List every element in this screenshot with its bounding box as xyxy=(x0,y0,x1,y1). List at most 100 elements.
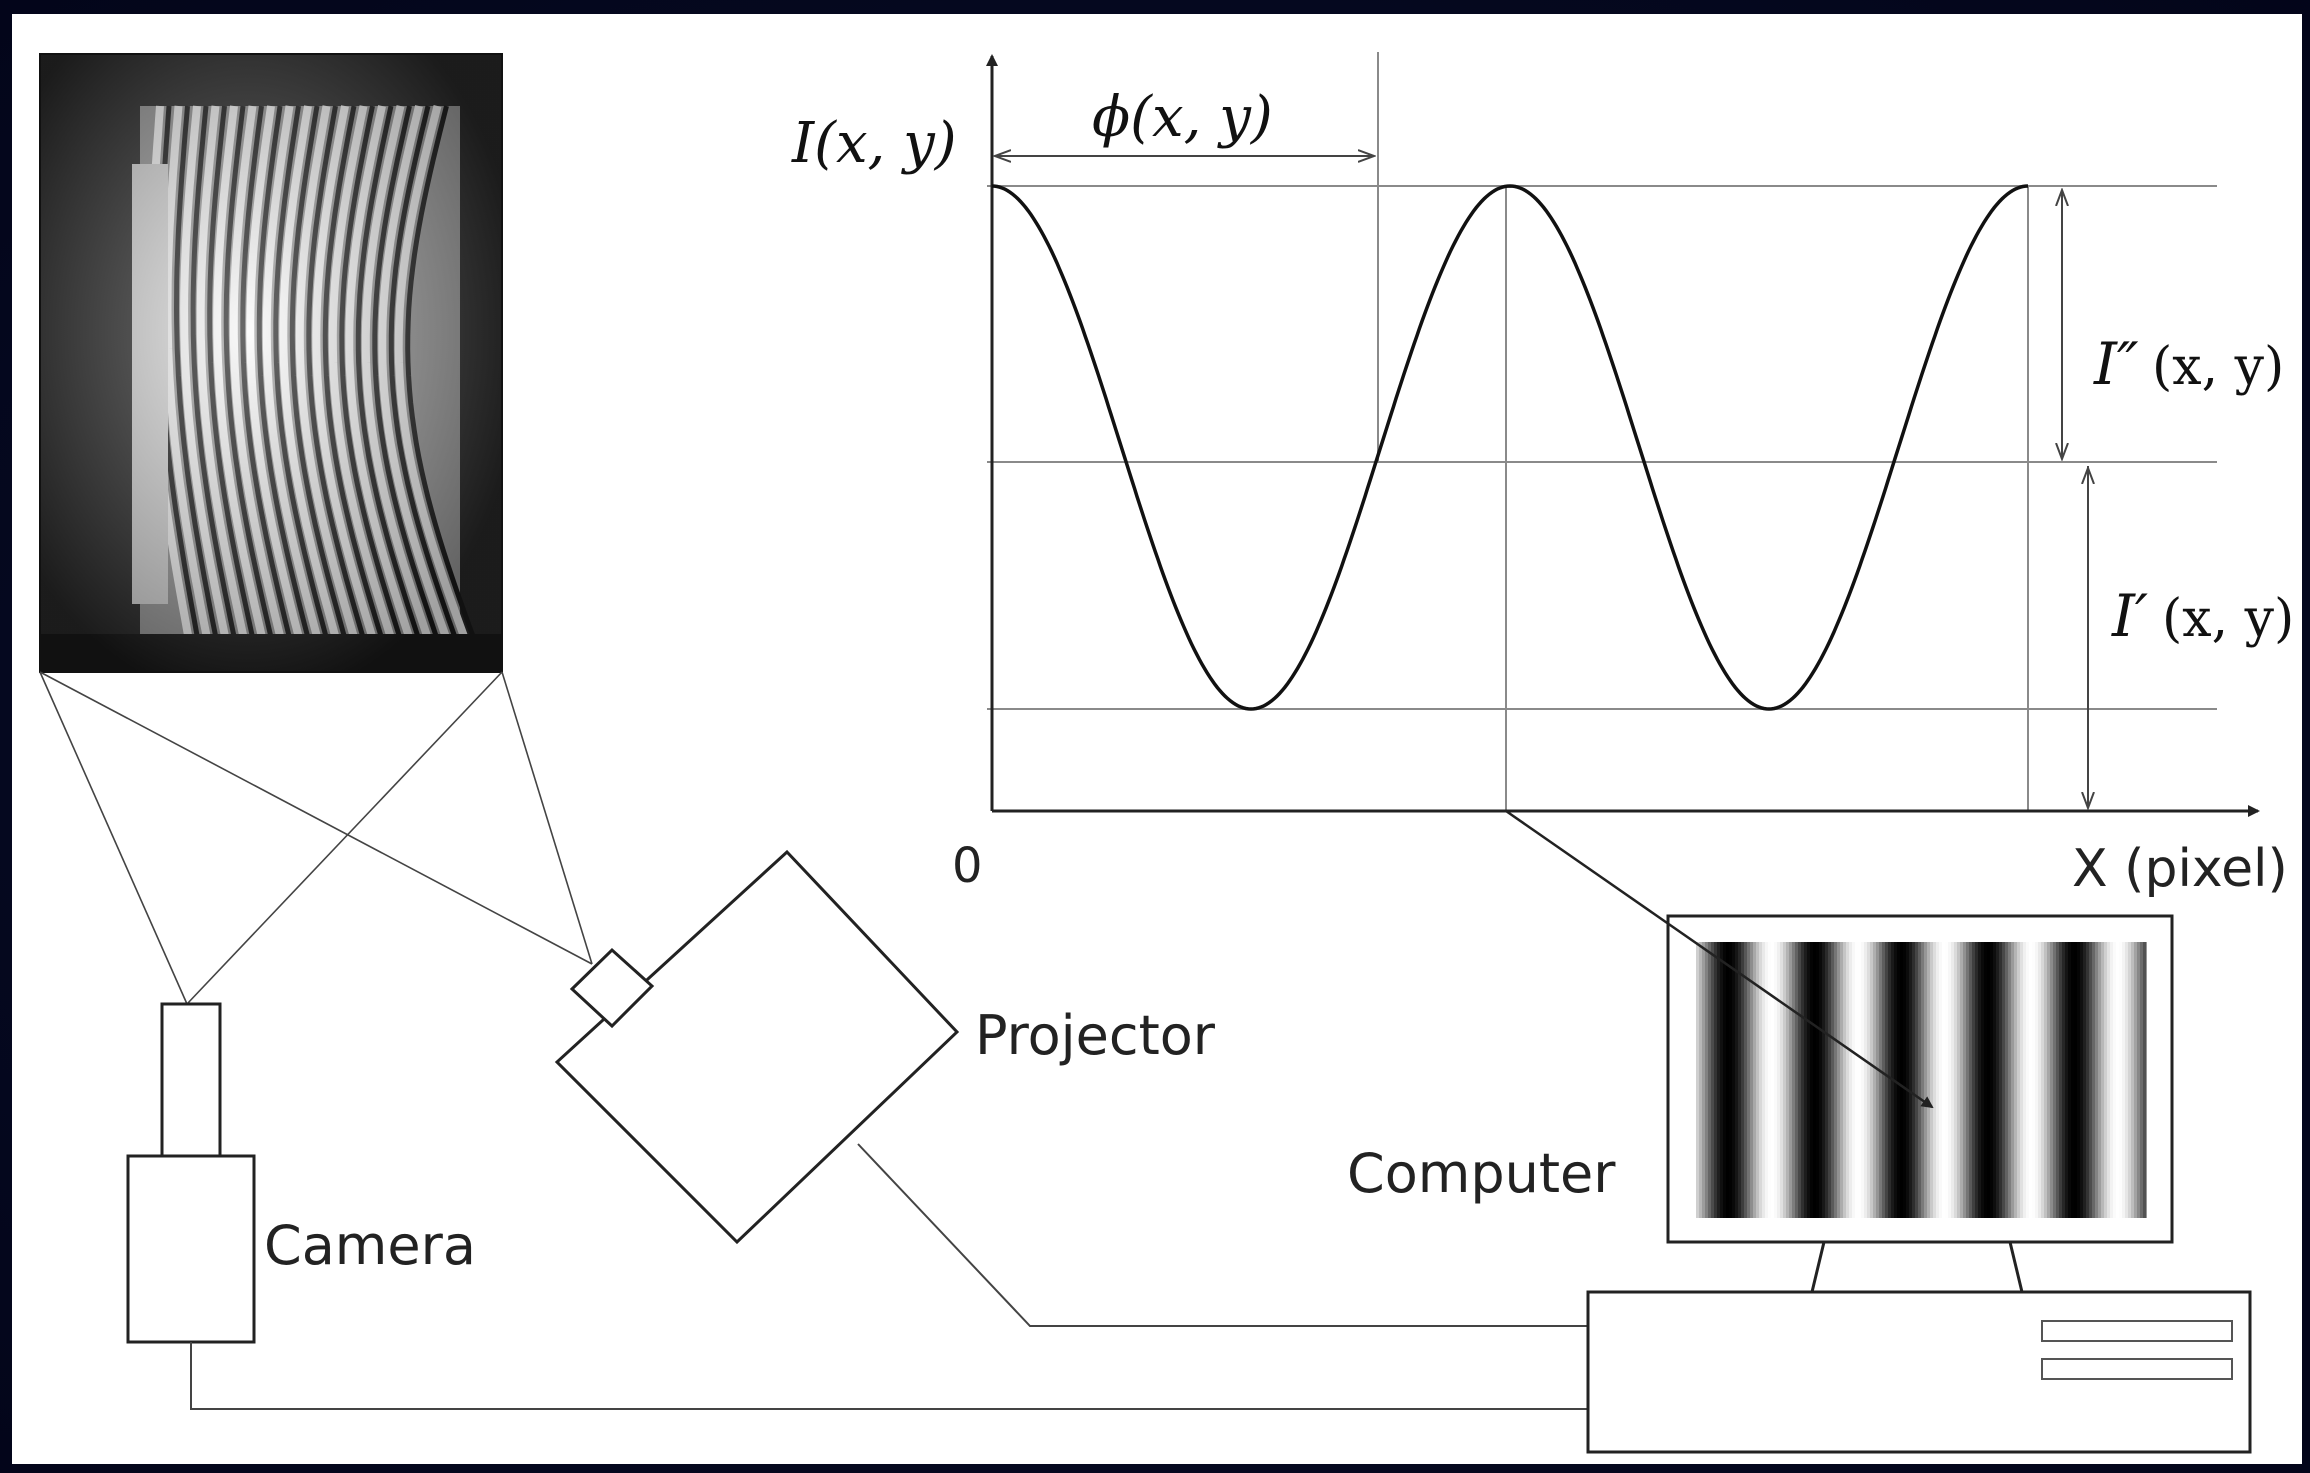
screen-stripe xyxy=(1843,942,1847,1218)
phase-label: ϕ(x, y) xyxy=(1092,85,1273,150)
screen-stripe xyxy=(1957,942,1961,1218)
screen-stripe xyxy=(1852,942,1856,1218)
intensity-axis-label: I(x, y) xyxy=(791,111,957,176)
camera-ray-left xyxy=(39,671,188,1005)
screen-stripe xyxy=(2032,942,2036,1218)
screen-stripe xyxy=(2122,942,2126,1218)
screen-stripe xyxy=(1990,942,1994,1218)
screen-stripe xyxy=(1936,942,1940,1218)
screen-stripe xyxy=(2110,942,2114,1218)
screen-stripe xyxy=(1999,942,2003,1218)
screen-stripe xyxy=(1795,942,1799,1218)
screen-stripe xyxy=(1903,942,1907,1218)
screen-stripe xyxy=(1738,942,1742,1218)
screen-stripe xyxy=(1927,942,1931,1218)
projector-ray-left xyxy=(39,671,593,965)
screen-stripe xyxy=(1858,942,1862,1218)
screen-stripe xyxy=(2089,942,2093,1218)
screen-stripe xyxy=(1948,942,1952,1218)
origin-label: 0 xyxy=(952,838,983,894)
monitor-fringe-screen xyxy=(1696,942,2147,1218)
screen-stripe xyxy=(1894,942,1898,1218)
background-args: (x, y) xyxy=(2162,589,2294,649)
screen-stripe xyxy=(1750,942,1754,1218)
screen-stripe xyxy=(2107,942,2111,1218)
screen-stripe xyxy=(2026,942,2030,1218)
screen-stripe xyxy=(2059,942,2063,1218)
screen-stripe xyxy=(2092,942,2096,1218)
screen-stripe xyxy=(1762,942,1766,1218)
screen-stripe xyxy=(2041,942,2045,1218)
screen-stripe xyxy=(2047,942,2051,1218)
projector-ray-right xyxy=(501,671,593,965)
modulation-args: (x, y) xyxy=(2152,337,2284,397)
screen-stripe xyxy=(2101,942,2105,1218)
screen-stripe xyxy=(2053,942,2057,1218)
screen-stripe xyxy=(1837,942,1841,1218)
screen-stripe xyxy=(1726,942,1730,1218)
screen-stripe xyxy=(2080,942,2084,1218)
screen-stripe xyxy=(1789,942,1793,1218)
screen-stripe xyxy=(1861,942,1865,1218)
cables xyxy=(190,1143,1588,1410)
screen-stripe xyxy=(1885,942,1889,1218)
figure-frame: Camera Projector Computer xyxy=(12,14,2302,1464)
screen-stripe xyxy=(1699,942,1703,1218)
screen-stripe xyxy=(1888,942,1892,1218)
screen-stripe xyxy=(1720,942,1724,1218)
screen-stripe xyxy=(1729,942,1733,1218)
screen-stripe xyxy=(2134,942,2138,1218)
screen-stripe xyxy=(1714,942,1718,1218)
screen-stripe xyxy=(1723,942,1727,1218)
drive-bay-2 xyxy=(2041,1358,2233,1380)
background-symbol: I′ xyxy=(2111,582,2148,650)
screen-stripe xyxy=(2077,942,2081,1218)
screen-stripe xyxy=(2002,942,2006,1218)
screen-stripe xyxy=(2119,942,2123,1218)
screen-stripe xyxy=(1819,942,1823,1218)
projection-rays xyxy=(39,671,593,1005)
camera-ray-right xyxy=(186,671,503,1005)
screen-stripe xyxy=(1717,942,1721,1218)
screen-stripe xyxy=(1873,942,1877,1218)
screen-stripe xyxy=(1759,942,1763,1218)
screen-stripe xyxy=(2140,942,2144,1218)
screen-stripe xyxy=(1924,942,1928,1218)
screen-stripe xyxy=(1792,942,1796,1218)
screen-stripe xyxy=(1711,942,1715,1218)
modulation-symbol: I″ xyxy=(2093,330,2139,398)
screen-stripe xyxy=(1708,942,1712,1218)
camera-cable xyxy=(190,1342,1588,1410)
screen-stripe xyxy=(2068,942,2072,1218)
screen-stripe xyxy=(2005,942,2009,1218)
screen-stripe xyxy=(1945,942,1949,1218)
computer-label: Computer xyxy=(1347,1142,1616,1205)
screen-stripe xyxy=(1705,942,1709,1218)
screen-stripe xyxy=(1978,942,1982,1218)
projector-label: Projector xyxy=(975,1004,1216,1067)
screen-stripe xyxy=(1765,942,1769,1218)
screen-stripe xyxy=(1798,942,1802,1218)
screen-stripe xyxy=(1822,942,1826,1218)
camera-lens xyxy=(160,1002,222,1158)
camera-label: Camera xyxy=(264,1214,476,1277)
screen-stripe xyxy=(1840,942,1844,1218)
pixel-pointer-arrow xyxy=(1505,809,1934,1109)
screen-stripe xyxy=(1912,942,1916,1218)
screen-stripe xyxy=(1849,942,1853,1218)
screen-stripe xyxy=(1864,942,1868,1218)
screen-stripe xyxy=(2035,942,2039,1218)
fringe-photo xyxy=(39,53,503,673)
screen-stripe xyxy=(2071,942,2075,1218)
screen-stripe xyxy=(1954,942,1958,1218)
screen-stripe xyxy=(1963,942,1967,1218)
projector-icon xyxy=(554,849,960,1245)
screen-stripe xyxy=(2017,942,2021,1218)
screen-stripe xyxy=(1747,942,1751,1218)
x-axis-label: X (pixel) xyxy=(2072,839,2288,899)
screen-stripe xyxy=(1921,942,1925,1218)
screen-stripe xyxy=(2062,942,2066,1218)
screen-stripe xyxy=(2020,942,2024,1218)
screen-stripe xyxy=(1846,942,1850,1218)
screen-stripe xyxy=(2128,942,2132,1218)
